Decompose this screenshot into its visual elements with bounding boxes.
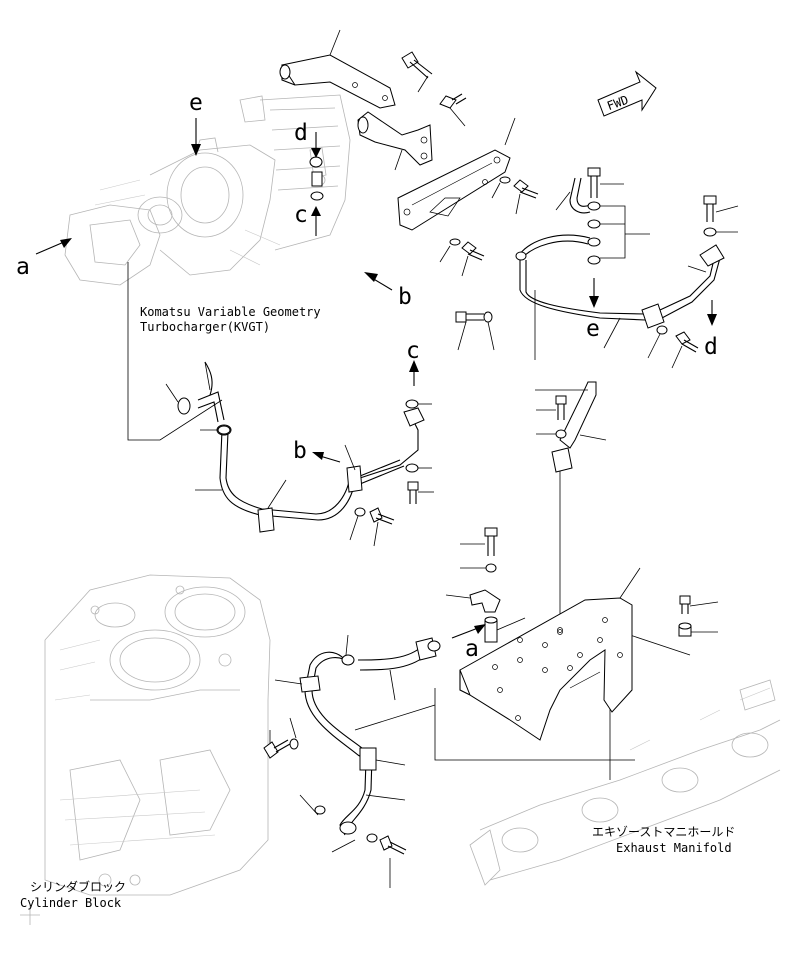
- drain-clamp-1: [341, 634, 355, 666]
- label-b-bottom: b: [293, 438, 307, 464]
- caption-manifold-en: Exhaust Manifold: [616, 841, 732, 855]
- heat-shield-plate: [397, 117, 516, 231]
- caption-block-jp: シリンダブロック: [30, 879, 126, 894]
- nut-plate-right: [678, 622, 718, 637]
- arrow-a-top: [35, 238, 72, 255]
- drain-bolt-lower: [379, 835, 407, 888]
- oil-tube-upper: [515, 234, 725, 349]
- arrow-d-top: [311, 132, 321, 158]
- washer-plate-2: [439, 238, 461, 263]
- bolt-banjo-right: [703, 195, 739, 222]
- caption-kvgt-line1: Komatsu Variable Geometry: [140, 305, 321, 319]
- bolt-clip-mid: [460, 527, 498, 573]
- bolt-clamp-mid: [349, 507, 395, 547]
- washer-plate-1: [491, 176, 511, 199]
- exhaust-manifold-outline: [469, 679, 781, 886]
- arrow-e-bottom: [589, 278, 599, 308]
- washer-feed-2: [405, 463, 432, 473]
- bolt-plate-right: [679, 595, 719, 614]
- bolt-plate-2: [461, 241, 485, 277]
- bolt-upper-2: [439, 93, 467, 127]
- drain-washer-lower: [314, 805, 378, 853]
- washer-right: [703, 227, 738, 237]
- cylinder-block-outline: [20, 574, 271, 925]
- label-b-top: b: [398, 284, 412, 310]
- arrow-e-top: [191, 118, 201, 156]
- label-a-bottom: a: [465, 636, 479, 662]
- elbow-fitting-upper: [555, 177, 591, 214]
- support-bracket: [535, 381, 607, 473]
- upper-bracket: [279, 29, 396, 109]
- label-c-top: c: [294, 202, 308, 228]
- bolt-upper-1: [401, 51, 433, 93]
- label-e-top: e: [189, 90, 203, 116]
- fwd-text: FWD: [605, 93, 630, 114]
- bolt-feed: [407, 481, 434, 504]
- clip-bracket-mid: [445, 589, 501, 613]
- drain-hose: [357, 637, 437, 701]
- hose-clamp-1: [165, 383, 191, 415]
- label-e-bottom: e: [586, 316, 600, 342]
- fwd-arrow: FWD: [597, 70, 657, 117]
- oil-feed-pipe: [195, 407, 425, 533]
- caption-manifold-jp: エキゾーストマニホールド: [592, 825, 735, 839]
- mid-bracket: [357, 111, 433, 171]
- bolt-bracket-right: [536, 395, 567, 439]
- oil-drain-pipe: [274, 651, 406, 836]
- turbocharger-outline: [64, 94, 351, 286]
- washers-upper-group: [587, 201, 650, 265]
- arrow-c-top: [311, 206, 321, 236]
- label-c-bottom: c: [406, 338, 420, 364]
- washer-feed-1: [405, 399, 432, 409]
- label-a-top: a: [16, 254, 30, 280]
- arrow-c-bottom: [409, 360, 419, 386]
- spacer-post: [484, 616, 526, 643]
- clamp-bolt-lower-right: [647, 325, 699, 369]
- drain-clamp-2: [427, 640, 441, 652]
- arrow-b-top: [364, 272, 393, 291]
- arrow-d-bottom: [707, 300, 717, 326]
- turbo-hose: [197, 361, 225, 423]
- caption-block-en: Cylinder Block: [20, 896, 122, 910]
- arrow-a-bottom: [451, 624, 486, 639]
- hose-clamp-2: [200, 425, 231, 435]
- drain-bolt-left: [263, 717, 299, 759]
- bolt-left-upper: [455, 311, 495, 351]
- mounting-plate: [459, 567, 641, 741]
- label-d-bottom: d: [704, 334, 718, 360]
- label-d-top: d: [294, 120, 308, 146]
- bolt-banjo-upper: [587, 167, 624, 198]
- caption-kvgt-line2: Turbocharger(KVGT): [140, 320, 270, 334]
- turbo-fitting-d: [309, 156, 324, 201]
- bolt-plate-1: [513, 179, 539, 215]
- arrow-b-bottom: [312, 452, 341, 463]
